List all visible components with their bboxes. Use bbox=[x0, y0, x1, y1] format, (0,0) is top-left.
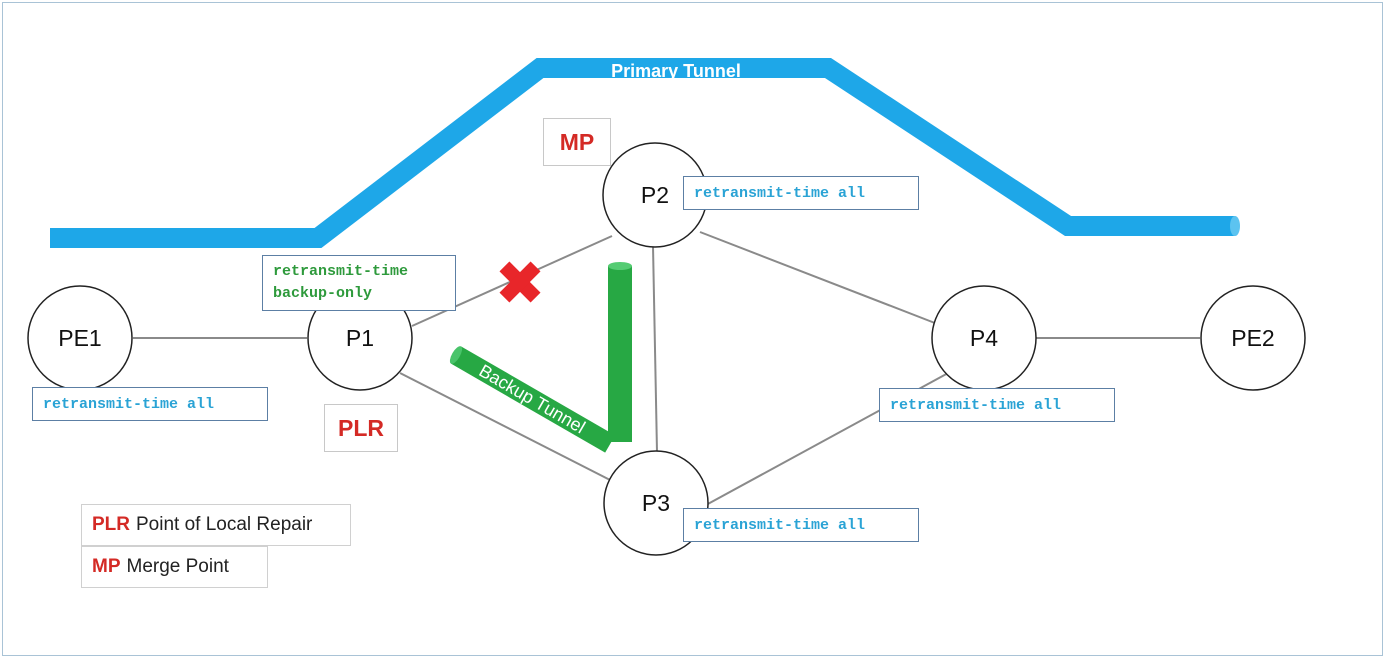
node-p1: P1 bbox=[307, 285, 413, 391]
backup-tunnel-top-cap bbox=[608, 262, 632, 270]
config-box-p3: retransmit-time all bbox=[683, 508, 919, 542]
legend-item-plr: PLR Point of Local Repair bbox=[81, 504, 351, 546]
node-label-pe2: PE2 bbox=[1231, 325, 1274, 351]
node-p2: P2 bbox=[602, 142, 708, 248]
node-label-p3: P3 bbox=[642, 490, 670, 516]
config-box-pe1: retransmit-time all bbox=[32, 387, 268, 421]
backup-tunnel-diagonal-segment: Backup Tunnel bbox=[449, 346, 616, 453]
backup-tunnel: Backup Tunnel bbox=[449, 262, 632, 453]
node-label-pe1: PE1 bbox=[58, 325, 101, 351]
link-failure-x-icon bbox=[499, 261, 541, 303]
config-text-pe1: retransmit-time all bbox=[43, 395, 215, 413]
primary-tunnel-path bbox=[50, 58, 1235, 248]
node-label-p4: P4 bbox=[970, 325, 998, 351]
legend-key-plr: PLR bbox=[92, 514, 130, 535]
node-pe1: PE1 bbox=[27, 285, 133, 391]
node-pe2: PE2 bbox=[1200, 285, 1306, 391]
backup-tunnel-label: Backup Tunnel bbox=[476, 361, 589, 438]
node-label-p1: P1 bbox=[346, 325, 374, 351]
primary-tunnel: Primary Tunnel bbox=[50, 58, 1240, 248]
config-text-p1-line2: backup-only bbox=[273, 285, 373, 302]
link-p2-p3 bbox=[652, 245, 658, 453]
node-p4: P4 bbox=[931, 285, 1037, 391]
node-label-p2: P2 bbox=[641, 182, 669, 208]
backup-tunnel-vertical-segment bbox=[608, 266, 632, 442]
config-box-p1: retransmit-time backup-only bbox=[262, 255, 456, 311]
config-box-p2: retransmit-time all bbox=[683, 176, 919, 210]
plr-role-box: PLR bbox=[324, 404, 398, 452]
config-text-p4: retransmit-time all bbox=[890, 396, 1062, 414]
legend-item-mp: MP Merge Point bbox=[81, 546, 268, 588]
primary-tunnel-end-cap bbox=[1230, 216, 1240, 236]
primary-tunnel-label: Primary Tunnel bbox=[611, 61, 741, 81]
link-p1-p3 bbox=[399, 372, 615, 483]
node-p3: P3 bbox=[603, 450, 709, 556]
legend-desc-mp: Merge Point bbox=[126, 556, 229, 577]
config-text-p3: retransmit-time all bbox=[694, 516, 866, 534]
mp-role-box: MP bbox=[543, 118, 611, 166]
legend-desc-plr: Point of Local Repair bbox=[136, 514, 313, 535]
link-p2-p4 bbox=[699, 231, 941, 326]
config-box-p4: retransmit-time all bbox=[879, 388, 1115, 422]
legend-key-mp: MP bbox=[92, 556, 121, 577]
config-text-p1-line1: retransmit-time bbox=[273, 263, 409, 280]
config-text-p2: retransmit-time all bbox=[694, 184, 866, 202]
